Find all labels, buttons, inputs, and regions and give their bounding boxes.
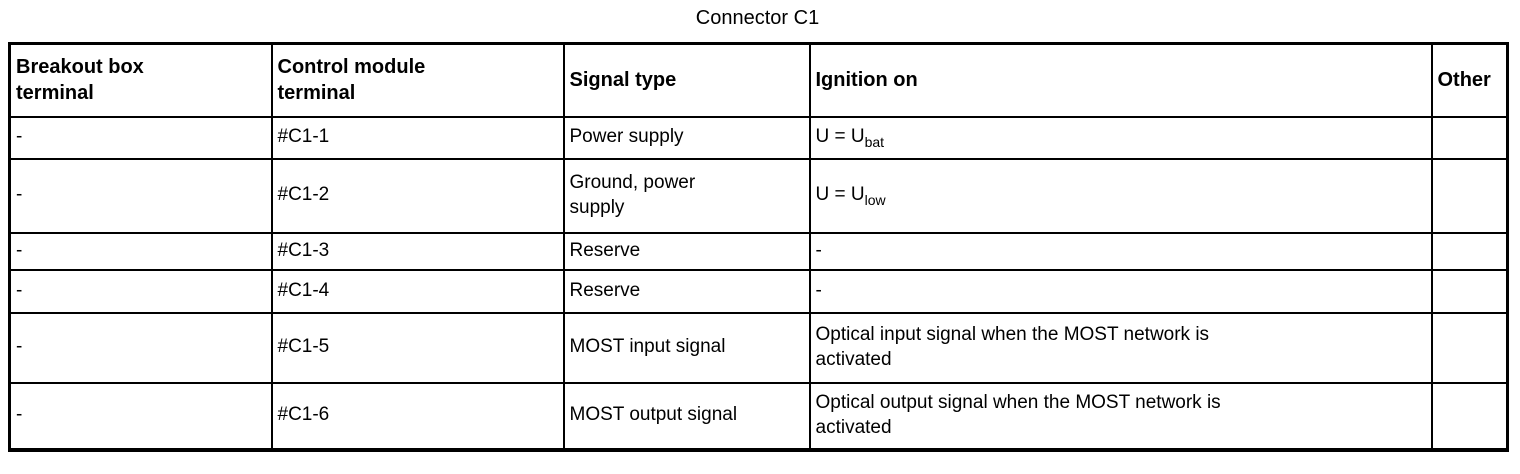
ignition-on-text: U = U — [815, 184, 865, 206]
cell-other — [1430, 115, 1509, 160]
table-row: - #C1-1 Power supply U = Ubat — [8, 115, 1509, 160]
cell-breakout-box-terminal: - — [8, 381, 273, 451]
table-row: - #C1-3 Reserve - — [8, 231, 1509, 271]
ignition-on-text: - — [815, 239, 822, 261]
cell-ignition-on: U = Ulow — [808, 157, 1433, 234]
cell-control-module-terminal: #C1-1 — [270, 115, 565, 160]
cell-ignition-on: Optical input signal when the MOST netwo… — [808, 311, 1433, 384]
table-row: - #C1-4 Reserve - — [8, 268, 1509, 314]
cell-signal-type: MOST input signal — [562, 311, 811, 384]
ignition-on-subscript: low — [864, 191, 886, 208]
cell-control-module-terminal: #C1-4 — [270, 268, 565, 314]
cell-breakout-box-terminal: - — [8, 157, 273, 234]
cell-signal-type: Power supply — [562, 115, 811, 160]
cell-signal-type: Ground, power supply — [562, 157, 811, 234]
cell-ignition-on: Optical output signal when the MOST netw… — [808, 381, 1433, 451]
table-row: - #C1-5 MOST input signal Optical input … — [8, 311, 1509, 384]
col-header-ignition-on: Ignition on — [808, 42, 1433, 118]
cell-breakout-box-terminal: - — [8, 311, 273, 384]
cell-control-module-terminal: #C1-6 — [270, 381, 565, 451]
table-header-row: Breakout box terminal Control module ter… — [8, 42, 1509, 118]
cell-control-module-terminal: #C1-3 — [270, 231, 565, 271]
col-header-other: Other — [1430, 42, 1509, 118]
cell-breakout-box-terminal: - — [8, 231, 273, 271]
ignition-on-text: Optical input signal when the MOST netwo… — [815, 323, 1210, 370]
ignition-on-subscript: bat — [864, 133, 885, 150]
cell-other — [1430, 231, 1509, 271]
page-title: Connector C1 — [695, 7, 820, 29]
ignition-on-text: Optical output signal when the MOST netw… — [815, 391, 1221, 438]
cell-other — [1430, 157, 1509, 234]
col-header-signal-type: Signal type — [562, 42, 811, 118]
ignition-on-text: U = U — [815, 126, 865, 148]
cell-other — [1430, 268, 1509, 314]
cell-signal-type: Reserve — [562, 231, 811, 271]
col-header-control-module-terminal: Control module terminal — [270, 42, 565, 118]
ignition-on-text: - — [815, 279, 822, 301]
cell-control-module-terminal: #C1-5 — [270, 311, 565, 384]
cell-other — [1430, 381, 1509, 451]
connector-table: Breakout box terminal Control module ter… — [8, 42, 1509, 452]
cell-control-module-terminal: #C1-2 — [270, 157, 565, 234]
cell-breakout-box-terminal: - — [8, 268, 273, 314]
cell-ignition-on: - — [808, 268, 1433, 314]
table-row: - #C1-2 Ground, power supply U = Ulow — [8, 157, 1509, 234]
cell-signal-type: Reserve — [562, 268, 811, 314]
cell-ignition-on: U = Ubat — [808, 115, 1433, 160]
cell-other — [1430, 311, 1509, 384]
table-row: - #C1-6 MOST output signal Optical outpu… — [8, 381, 1509, 451]
cell-signal-type: MOST output signal — [562, 381, 811, 451]
col-header-breakout-box-terminal: Breakout box terminal — [8, 42, 273, 118]
cell-ignition-on: - — [808, 231, 1433, 271]
cell-breakout-box-terminal: - — [8, 115, 273, 160]
